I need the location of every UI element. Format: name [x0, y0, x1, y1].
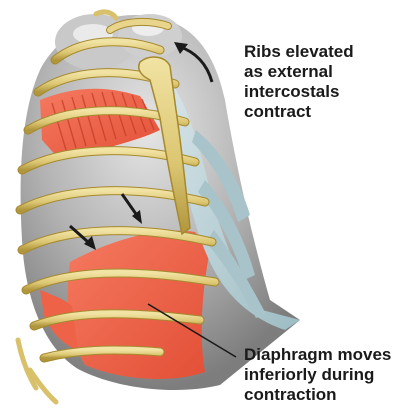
rib-label-line-4: contract: [244, 102, 354, 122]
diaphragm-label-line-3: contraction: [244, 385, 391, 405]
diaphragm-label-line-1: Diaphragm moves: [244, 345, 391, 365]
rib-elevation-label: Ribs elevated as external intercostals c…: [244, 42, 354, 122]
rib-label-line-2: as external: [244, 62, 354, 82]
diaphragm-label: Diaphragm moves inferiorly during contra…: [244, 345, 391, 405]
diaphragm-label-line-2: inferiorly during: [244, 365, 391, 385]
rib-label-line-3: intercostals: [244, 82, 354, 102]
rib-label-line-1: Ribs elevated: [244, 42, 354, 62]
